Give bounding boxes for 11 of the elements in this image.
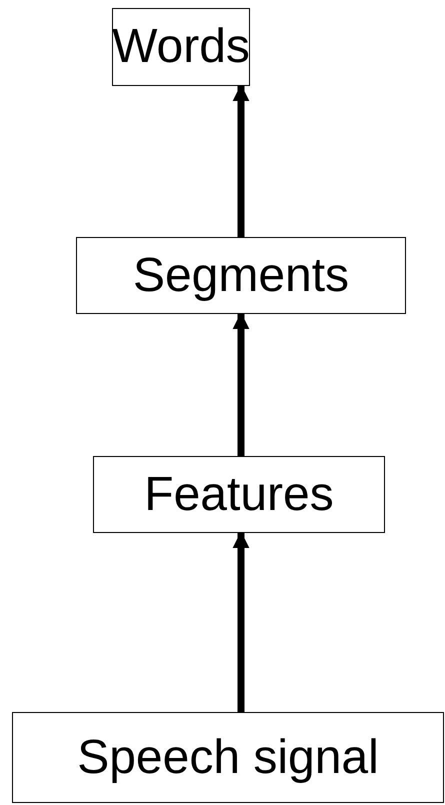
box-label: Speech signal: [77, 734, 379, 782]
arrow: [232, 312, 250, 456]
arrow: [232, 84, 250, 237]
arrow: [232, 531, 250, 712]
box-label: Features: [144, 470, 334, 518]
text-box: [112, 8, 250, 86]
text-box: [93, 456, 385, 533]
box-label: Segments: [132, 252, 350, 300]
box-label: Words: [112, 23, 250, 71]
text-box: [12, 712, 444, 803]
text-box: [76, 237, 406, 314]
